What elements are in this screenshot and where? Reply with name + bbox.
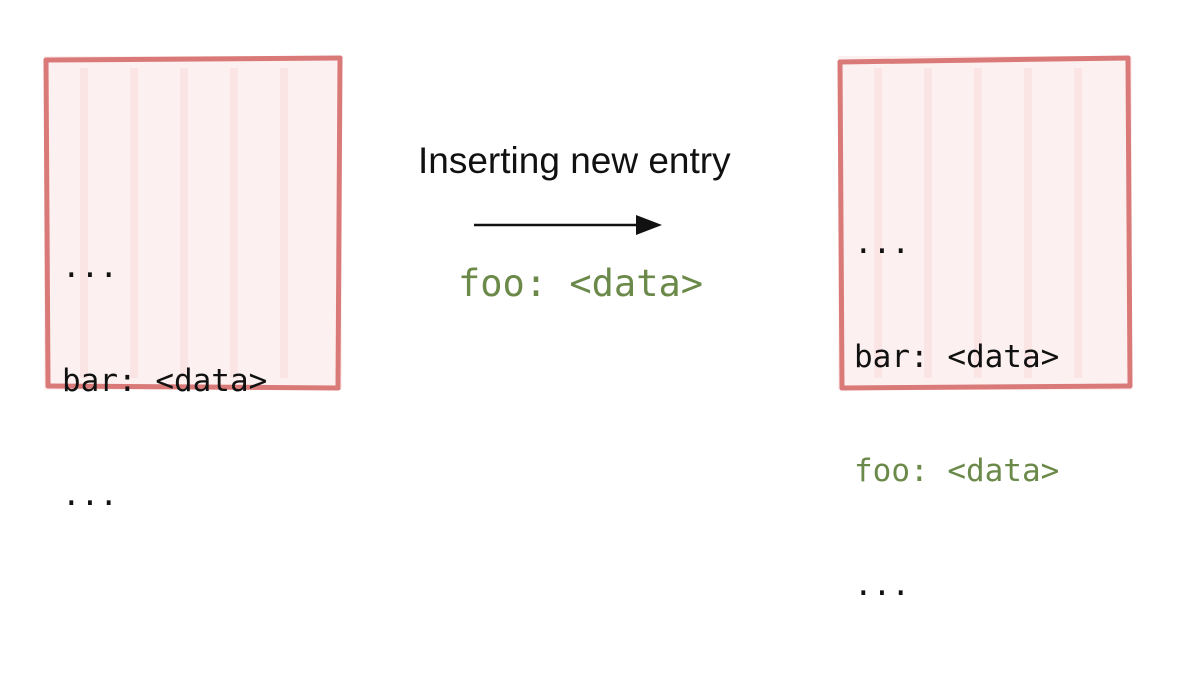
entry-line: ... — [62, 249, 118, 285]
entry-line: bar: <data> — [62, 363, 268, 399]
new-entry: foo: <data> — [458, 262, 704, 305]
entry-line: bar: <data> — [854, 339, 1060, 375]
after-entries: ... bar: <data> foo: <data> ... — [854, 148, 1059, 680]
entry-line: ... — [62, 477, 118, 513]
before-entries: ... bar: <data> ... — [62, 172, 267, 590]
box-after-outline — [837, 55, 1133, 391]
entry-line: ... — [854, 567, 910, 603]
hash-table-before: ... bar: <data> ... — [43, 55, 343, 513]
box-before-outline — [43, 55, 343, 391]
inserted-entry-line: foo: <data> — [854, 453, 1060, 489]
entry-line: ... — [854, 225, 910, 261]
arrow-label: Inserting new entry — [418, 140, 731, 181]
right-arrow-icon — [474, 215, 662, 235]
hash-table-after: ... bar: <data> foo: <data> ... — [837, 55, 1133, 603]
